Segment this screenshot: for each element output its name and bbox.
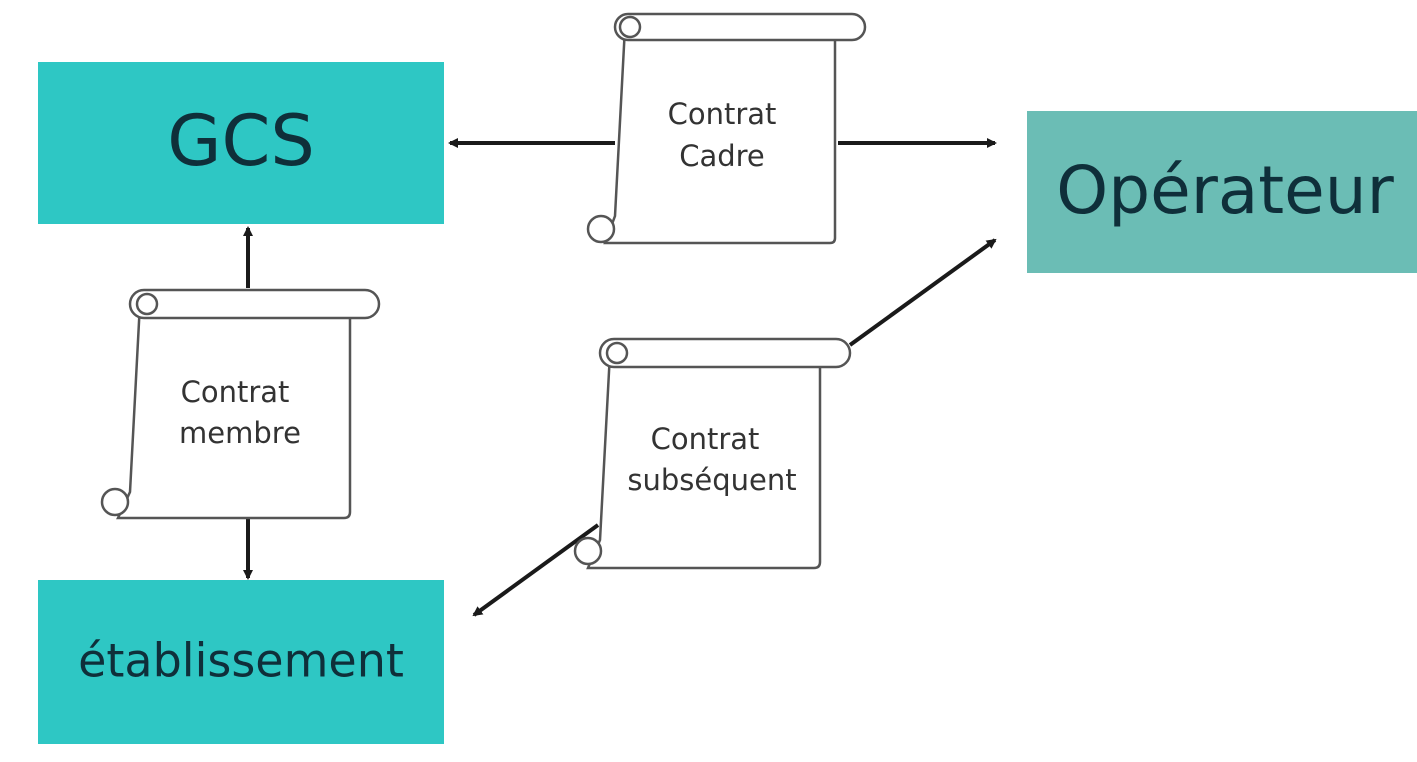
scroll-bottom-curl-icon	[586, 214, 616, 244]
operateur-label: Opérateur	[1056, 152, 1394, 229]
scroll-top-curl-icon	[605, 341, 629, 365]
gcs-box: GCS	[38, 62, 444, 224]
contrat-cadre-line1: Contrat	[668, 97, 777, 131]
contrat-cadre-scroll: Contrat Cadre	[586, 12, 867, 245]
etablissement-box-bg	[38, 580, 444, 744]
gcs-box-bg	[38, 62, 444, 224]
contrat-subsequent-scroll: Contrat subséquent	[573, 337, 852, 570]
arrow-subsequent-to-etablissement	[472, 523, 600, 617]
arrows	[243, 138, 997, 617]
contrat-membre-line1: Contrat	[181, 375, 290, 409]
gcs-label: GCS	[167, 100, 315, 182]
scroll-body	[116, 301, 352, 520]
operateur-box: Opérateur	[1027, 111, 1417, 273]
operateur-box-bg	[1027, 111, 1417, 273]
scroll-top-curl-icon	[135, 292, 159, 316]
contrat-subsequent-line2: subséquent	[627, 463, 796, 497]
scroll-top-roll	[598, 337, 852, 369]
contrat-cadre-line2: Cadre	[679, 139, 765, 173]
scroll-bottom-curl-icon	[573, 536, 603, 566]
etablissement-label: établissement	[78, 634, 404, 688]
scroll-body	[586, 351, 822, 570]
scroll-top-roll	[613, 12, 867, 42]
scroll-body	[603, 25, 837, 245]
scroll-top-curl-icon	[618, 15, 642, 39]
contrat-subsequent-line1: Contrat	[651, 422, 760, 456]
scroll-bottom-curl-icon	[100, 487, 130, 517]
contrat-membre-scroll: Contrat membre	[100, 288, 381, 520]
scroll-top-roll	[128, 288, 381, 320]
contrat-membre-line2: membre	[179, 416, 301, 450]
arrow-subsequent-to-operateur	[848, 238, 997, 347]
etablissement-box: établissement	[38, 580, 444, 744]
